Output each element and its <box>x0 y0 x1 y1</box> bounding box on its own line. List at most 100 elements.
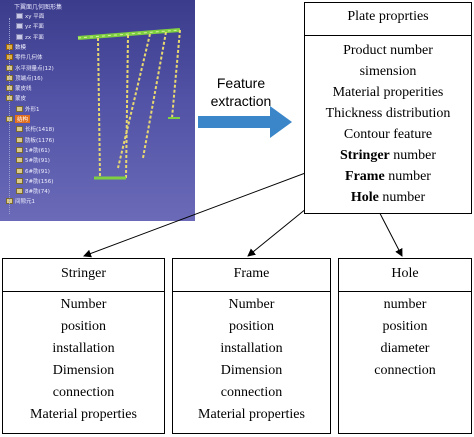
tree-item-label: 蒙皮 <box>15 96 27 103</box>
hole-item: position <box>382 319 428 334</box>
tree-item-label: zx 平面 <box>25 34 44 41</box>
plate-properties-title: Plate proprties <box>347 9 429 24</box>
plane-icon <box>16 23 23 30</box>
tree-item-label: 间隙元1 <box>15 199 35 206</box>
tree-item[interactable]: 1#肋(61) <box>16 146 50 154</box>
stringer-item: Dimension <box>52 363 115 378</box>
frame-item: position <box>228 319 275 334</box>
feature-extraction-arrow <box>198 106 292 138</box>
tree-item[interactable]: 7#肋(156) <box>16 177 53 185</box>
plate-property-text: simension <box>359 64 417 79</box>
plate-property-text: Contour feature <box>343 127 433 142</box>
frame-item: Dimension <box>220 363 283 378</box>
tree-item[interactable]: xy 平面 <box>16 12 44 20</box>
hole-box: Hole number position diameter connection <box>338 258 472 434</box>
tree-item-label: 蒙皮线 <box>15 86 32 93</box>
tree-item-label: 长桁(1418) <box>25 127 55 134</box>
tree-item-label: 5#肋(91) <box>25 158 50 165</box>
tree-item[interactable]: zx 平面 <box>16 33 44 41</box>
frame-item: connection <box>220 385 283 400</box>
stringer-item: Material properties <box>30 407 137 422</box>
hole-title: Hole <box>391 266 419 281</box>
folder-icon <box>16 177 23 184</box>
plate-property-item: Thickness distribution <box>305 106 471 122</box>
tree-item-label: 顶端点(16) <box>15 75 43 82</box>
frame-title: Frame <box>233 266 270 281</box>
tree-connector-line <box>9 18 10 214</box>
plate-property-item: simension <box>305 64 471 80</box>
folder-icon <box>16 157 23 164</box>
cad-screenshot: 下翼面几何图形集 xy 平面 yz 平面 zx 平面数模零件几何体水平测量点(12)… <box>0 0 195 221</box>
plate-property-item: Material properities <box>305 85 471 101</box>
tree-item-label: yz 平面 <box>25 24 44 31</box>
hole-item: number <box>383 297 427 312</box>
tree-item-label: 结构 <box>15 115 31 123</box>
stringer-item: connection <box>52 385 115 400</box>
plate-property-text: number <box>378 190 426 205</box>
plate-property-item: Product number <box>305 43 471 59</box>
folder-icon <box>16 167 23 174</box>
plate-property-text: number <box>389 148 437 163</box>
plate-property-bold: Stringer <box>339 148 390 163</box>
tree-item[interactable]: 8#肋(74) <box>16 187 50 195</box>
plane-icon <box>16 33 23 40</box>
tree-item-label: 8#肋(74) <box>25 189 50 196</box>
plate-properties-divider <box>305 35 471 36</box>
tree-item-label: 数模 <box>15 44 27 51</box>
hole-divider <box>339 291 471 292</box>
model-rib-3 <box>117 33 151 169</box>
tree-item-label: 零件几何体 <box>15 55 43 62</box>
tree-item[interactable]: 5#肋(91) <box>16 156 50 164</box>
stringer-divider <box>3 291 164 292</box>
plate-property-item: Stringer number <box>305 148 471 164</box>
hole-item: diameter <box>380 341 430 356</box>
tree-item-label: 7#肋(156) <box>25 178 54 185</box>
plate-property-text: Thickness distribution <box>325 106 451 121</box>
wing-model-3d <box>77 28 181 180</box>
tree-item[interactable]: 6#肋(91) <box>16 167 50 175</box>
plate-property-text: Material properities <box>332 85 444 100</box>
tree-item[interactable]: 外形1 <box>16 105 40 113</box>
tree-item-label: xy 平面 <box>25 14 45 20</box>
plate-property-bold: Frame <box>345 169 385 184</box>
folder-icon <box>16 126 23 133</box>
frame-item: installation <box>220 341 283 356</box>
plate-property-text: number <box>384 169 431 184</box>
plate-property-item: Hole number <box>305 190 471 206</box>
tree-item[interactable]: 肋板(1176) <box>16 136 54 144</box>
plane-icon <box>16 13 23 19</box>
folder-icon <box>16 105 23 112</box>
model-top-spar-detail <box>77 29 181 39</box>
stringer-item: position <box>60 319 107 334</box>
tree-item-label: 1#肋(61) <box>25 147 50 154</box>
stringer-item: installation <box>52 341 115 356</box>
model-rib-1 <box>97 37 101 179</box>
tree-item[interactable]: 长桁(1418) <box>16 125 54 133</box>
stringer-title: Stringer <box>60 266 107 281</box>
feature-extraction-label: Feature extraction <box>210 75 272 109</box>
plate-property-item: Frame number <box>305 169 471 185</box>
stringer-item: Number <box>60 297 107 312</box>
tree-item-label: 外形1 <box>25 106 40 113</box>
tree-item-label: 6#肋(91) <box>25 168 50 175</box>
tree-item[interactable]: yz 平面 <box>16 22 44 30</box>
frame-divider <box>173 291 330 292</box>
cad-tree-title: 下翼面几何图形集 <box>14 4 63 11</box>
folder-icon <box>16 136 23 143</box>
folder-icon <box>16 146 23 153</box>
frame-item: Material properties <box>198 407 305 422</box>
model-rib-4 <box>142 31 167 159</box>
tree-item-label: 肋板(1176) <box>25 137 55 144</box>
connector-stringer <box>83 159 341 258</box>
hole-item: connection <box>374 363 436 378</box>
plate-property-item: Contour feature <box>305 127 471 143</box>
plate-property-text: Product number <box>343 43 433 58</box>
folder-icon <box>16 188 23 195</box>
model-rib-2 <box>125 34 129 179</box>
tree-item-label: 水平测量点(12) <box>15 65 54 72</box>
frame-item: Number <box>228 297 275 312</box>
plate-property-bold: Hole <box>350 190 379 205</box>
